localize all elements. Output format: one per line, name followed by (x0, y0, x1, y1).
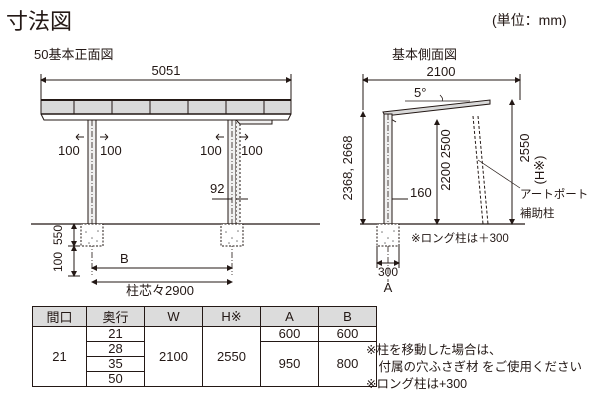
art-port-label: アートポート (520, 188, 588, 201)
offset-160-label: 160 (410, 185, 432, 200)
offset-label-4: 100 (241, 143, 263, 158)
header-b: B (318, 306, 377, 327)
cell-depth-28: 28 (86, 341, 145, 357)
total-width-label: 5051 (152, 63, 181, 78)
height-right-note: (H※) (532, 156, 547, 185)
cell-depth-35: 35 (86, 356, 145, 372)
height-left-label: 2368, 2668 (340, 135, 355, 200)
post-pitch-label: 柱芯々2900 (126, 283, 194, 298)
spec-table-header-row: 間口 奥行 W H※ A B (32, 306, 377, 327)
a-label: A (384, 280, 393, 295)
long-post-note: ※ロング柱は＋300 (411, 231, 509, 245)
aux-post-label: 補助柱 (520, 206, 555, 220)
footing-cover-label: 100 (51, 252, 65, 272)
side-roof-panel (382, 99, 491, 117)
header-h: H※ (202, 306, 261, 327)
bracket-dim-label: 92 (210, 181, 224, 196)
note-2: 付属の穴ふさぎ材 をご使用ください (366, 360, 582, 374)
depth-width-label: 2100 (427, 64, 456, 79)
offset-label-2: 100 (100, 143, 122, 158)
offset-label-3: 100 (200, 143, 222, 158)
b-label: B (120, 251, 129, 266)
side-footing (376, 223, 400, 247)
cell-depth-21: 21 (86, 326, 145, 342)
spec-table: 間口 奥行 W H※ A B 21 21 2100 2550 600 600 2… (32, 306, 377, 387)
header-w: W (144, 306, 203, 327)
side-view (360, 74, 525, 282)
page-title: 寸法図 (6, 9, 73, 34)
cell-a-21: 600 (260, 326, 319, 342)
aux-bracket (235, 119, 241, 225)
table-row: 21 21 2100 2550 600 600 (32, 326, 377, 387)
unit-note: (単位：mm) (492, 12, 567, 28)
side-view-title: 基本側面図 (392, 47, 458, 62)
footing-right (220, 223, 244, 247)
height-right-label: 2550 (517, 134, 532, 163)
footing-left (80, 223, 104, 247)
front-view (31, 74, 320, 285)
front-view-title: 50基本正面図 (34, 47, 114, 62)
offset-arrow-right-2 (240, 133, 249, 141)
table-row: 50 (33, 371, 377, 387)
offset-arrow-left-2 (215, 133, 224, 141)
header-depth: 奥行 (86, 306, 145, 327)
footing-depth-label: 550 (51, 225, 65, 245)
post-size-label: 300 (378, 265, 398, 279)
cell-a-rest: 950 (260, 341, 319, 387)
table-row: 28 950 800 (33, 341, 377, 387)
slope-label: 5° (414, 85, 426, 100)
header-a: A (260, 306, 319, 327)
offset-arrow-right-1 (100, 133, 109, 141)
cell-b-21: 600 (318, 326, 377, 342)
cell-w: 2100 (144, 326, 203, 387)
cell-h: 2550 (202, 326, 261, 387)
roof-panel (40, 99, 292, 115)
table-row: 35 (33, 356, 377, 372)
notes: ※柱を移動した場合は、 付属の穴ふさぎ材 をご使用ください ※ロング柱は+300 (366, 342, 582, 393)
note-1: ※柱を移動した場合は、 (366, 343, 502, 357)
note-3: ※ロング柱は+300 (366, 377, 468, 391)
cell-frontage: 21 (32, 326, 87, 387)
height-mid-label: 2200 2500 (438, 129, 453, 190)
offset-label-1: 100 (58, 143, 80, 158)
header-frontage: 間口 (32, 306, 87, 327)
cell-depth-50: 50 (86, 371, 145, 387)
offset-arrow-left-1 (75, 133, 84, 141)
cell-b-rest: 800 (318, 341, 377, 387)
